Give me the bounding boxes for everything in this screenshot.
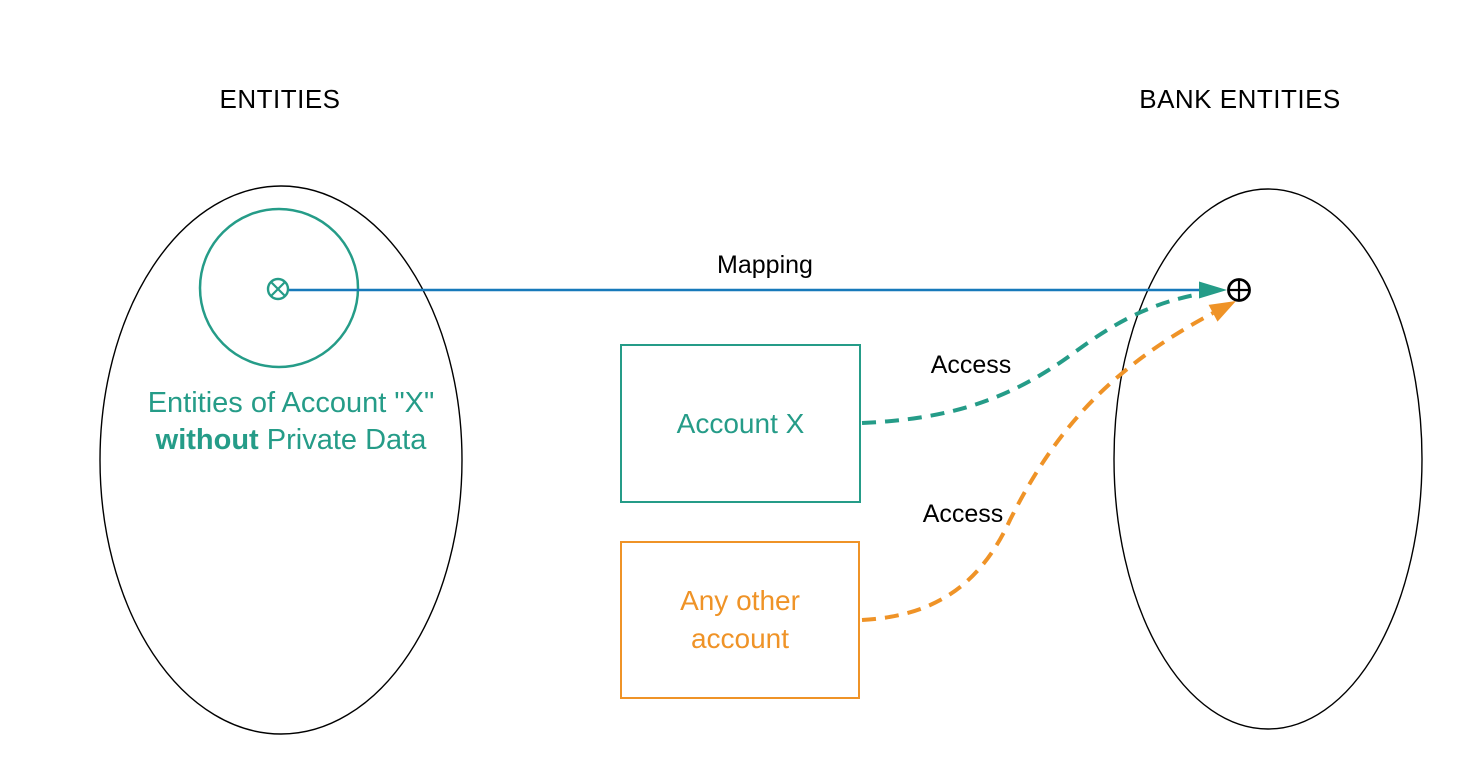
subset-note: Entities of Account "X" without Private … bbox=[148, 385, 435, 459]
subset-note-bold-word: without bbox=[155, 424, 259, 456]
account-x-node-label: Account X bbox=[676, 407, 805, 439]
circled-cross-icon bbox=[266, 277, 290, 301]
account-x-subset-circle bbox=[198, 207, 360, 369]
mapping-edge-label: Mapping bbox=[717, 251, 813, 279]
subset-note-line1: Entities of Account "X" bbox=[147, 387, 435, 419]
access-account-x-curve bbox=[861, 291, 1206, 425]
subset-note-line2: without Private Data bbox=[148, 422, 435, 459]
any-other-account-line1: Any other bbox=[680, 585, 800, 616]
access-any-other-label: Access bbox=[922, 500, 1004, 528]
access-any-other-arrowhead bbox=[1208, 301, 1236, 322]
access-any-other-curve bbox=[861, 311, 1214, 622]
account-x-node: Account X bbox=[620, 344, 861, 503]
entities-title: ENTITIES bbox=[219, 84, 341, 114]
circled-plus-icon bbox=[1227, 278, 1251, 302]
bank-entities-title: BANK ENTITIES bbox=[1139, 84, 1341, 114]
subset-note-rest: Private Data bbox=[266, 424, 427, 456]
mapping-arrowhead bbox=[1199, 281, 1227, 299]
any-other-account-node: Any other account bbox=[620, 541, 860, 699]
entities-set-ellipse bbox=[99, 185, 463, 735]
any-other-account-line2: account bbox=[690, 623, 790, 654]
bank-entities-set-ellipse bbox=[1113, 188, 1423, 730]
access-account-x-label: Access bbox=[930, 351, 1012, 379]
